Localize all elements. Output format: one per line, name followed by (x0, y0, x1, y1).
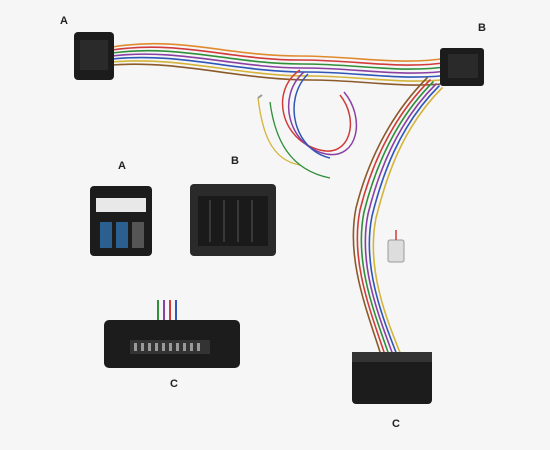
label-a-inset: A (118, 160, 126, 172)
inset-box-c (104, 300, 240, 368)
wire-loop (281, 69, 358, 159)
label-c-bottom: C (392, 418, 400, 430)
label-b-top: B (478, 22, 486, 34)
side-branch (387, 230, 405, 263)
label-c-inset: C (170, 378, 178, 390)
wire-bundle-b-to-c (352, 77, 443, 356)
connector-a (74, 32, 114, 80)
label-a-top: A (60, 15, 68, 27)
inset-connector-b (190, 184, 276, 256)
wire-bundle-a-to-b (111, 42, 457, 86)
inset-connector-a (90, 186, 152, 256)
connector-b (440, 48, 484, 86)
loose-wires (257, 94, 331, 179)
label-b-inset: B (231, 155, 239, 167)
box-c (352, 352, 432, 404)
